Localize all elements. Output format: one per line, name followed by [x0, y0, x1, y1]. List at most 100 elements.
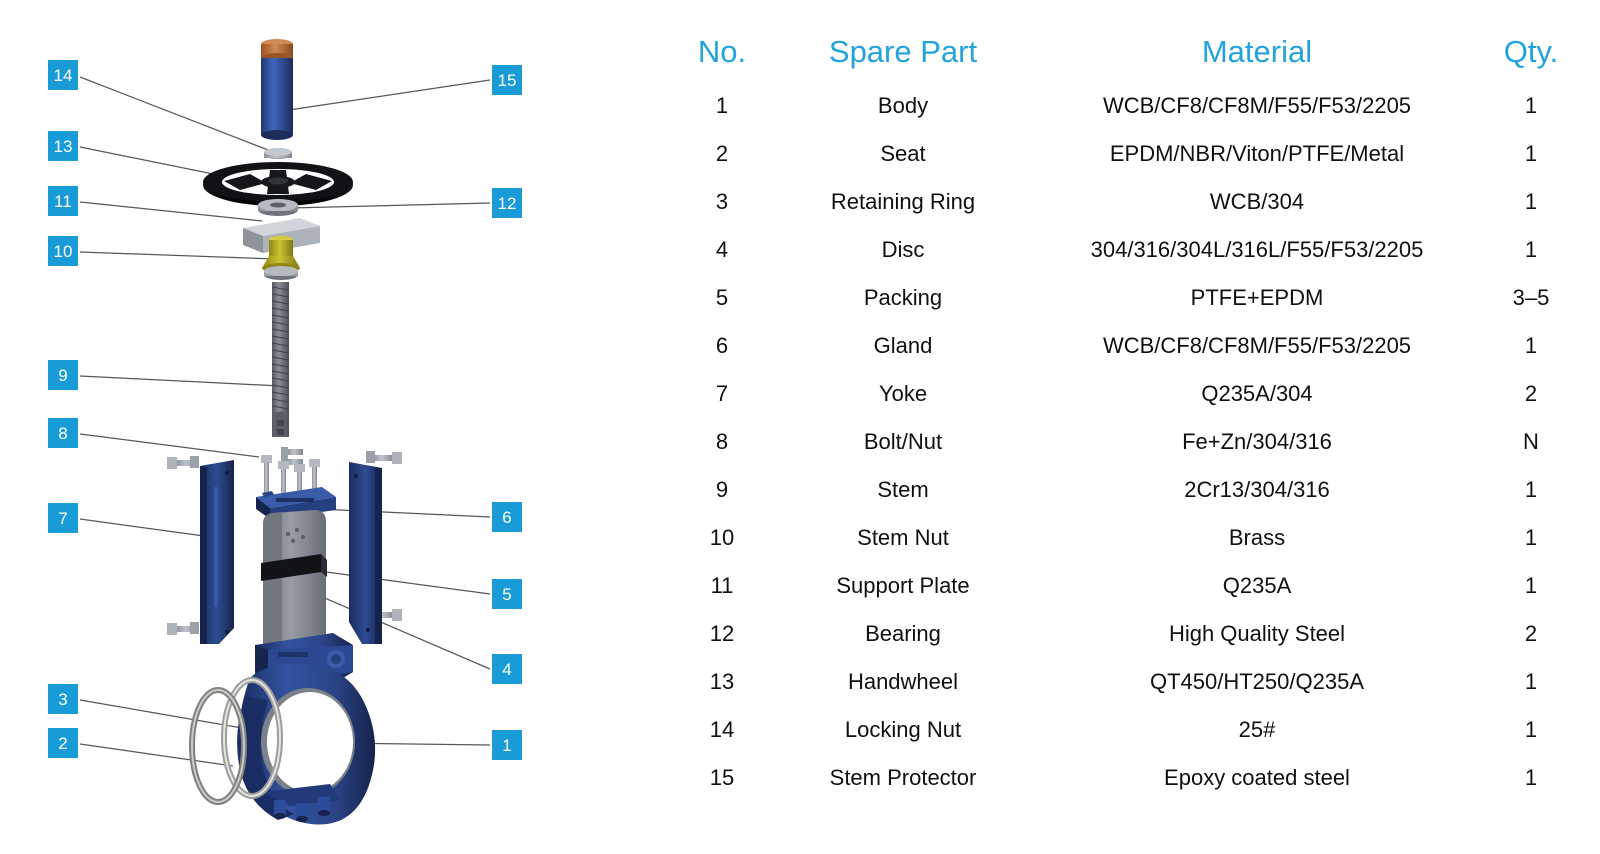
callout-13[interactable]: 13: [48, 131, 78, 161]
callout-4[interactable]: 4: [492, 654, 522, 684]
part-row-qty: 1: [1524, 525, 1538, 550]
part-row-material: High Quality Steel: [1168, 621, 1346, 646]
part-row-material: QT450/HT250/Q235A: [1149, 669, 1364, 694]
part-row-name: Retaining Ring: [830, 189, 976, 214]
part-row-no: 4: [715, 237, 729, 262]
part-row-qty: 1: [1524, 669, 1538, 694]
part-row-material: Fe+Zn/304/316: [1182, 429, 1332, 454]
table-row: 5 Packing PTFE+EPDM 3–5: [676, 274, 1586, 322]
table-row: 12 Bearing High Quality Steel 2: [676, 610, 1586, 658]
part-row-name: Bolt/Nut: [863, 429, 943, 454]
part-row-no: 13: [709, 669, 735, 694]
callout-5[interactable]: 5: [492, 579, 522, 609]
part-row-qty: 3–5: [1512, 285, 1550, 310]
valve-assembly-illustration: [79, 39, 491, 825]
part-row-qty: 1: [1524, 765, 1538, 790]
part-row-no: 2: [715, 141, 729, 166]
part-row-material: WCB/CF8/CF8M/F55/F53/2205: [1102, 333, 1412, 358]
callout-3[interactable]: 3: [48, 684, 78, 714]
part-row-name: Packing: [863, 285, 943, 310]
part-row-name: Locking Nut: [844, 717, 962, 742]
part-row-material: Brass: [1228, 525, 1286, 550]
table-row: 14 Locking Nut 25# 1: [676, 706, 1586, 754]
part-row-qty: 1: [1524, 141, 1538, 166]
part-row-material: PTFE+EPDM: [1190, 285, 1324, 310]
part-row-qty: 1: [1524, 477, 1538, 502]
column-header-material: Material: [1201, 34, 1313, 69]
part-row-name: Stem: [877, 477, 929, 502]
part-row-name: Handwheel: [847, 669, 959, 694]
part-row-material: Q235A: [1222, 573, 1292, 598]
part-row-name: Stem Nut: [857, 525, 949, 550]
part-locking-nut: [264, 148, 292, 159]
column-header-part: Spare Part: [828, 34, 978, 69]
part-row-qty: N: [1523, 429, 1539, 454]
leader-lines: [79, 76, 491, 767]
part-row-qty: 2: [1524, 381, 1538, 406]
part-row-name: Stem Protector: [829, 765, 977, 790]
part-row-no: 8: [715, 429, 729, 454]
part-row-qty: 1: [1524, 189, 1538, 214]
part-row-no: 10: [709, 525, 735, 550]
table-header-row: No. Spare Part Material Qty.: [676, 34, 1586, 82]
part-row-no: 7: [715, 381, 729, 406]
part-row-name: Bearing: [865, 621, 941, 646]
table-header: No. Spare Part Material Qty.: [676, 34, 1586, 82]
table-row: 13 Handwheel QT450/HT250/Q235A 1: [676, 658, 1586, 706]
part-row-qty: 1: [1524, 717, 1538, 742]
part-row-material: 25#: [1238, 717, 1276, 742]
table-row: 15 Stem Protector Epoxy coated steel 1: [676, 754, 1586, 802]
callout-15[interactable]: 15: [492, 65, 522, 95]
part-row-qty: 1: [1524, 237, 1538, 262]
part-yoke-left: [200, 460, 234, 644]
part-row-material: WCB/304: [1209, 189, 1305, 214]
callout-8[interactable]: 8: [48, 418, 78, 448]
part-row-no: 5: [715, 285, 729, 310]
part-row-no: 6: [715, 333, 729, 358]
part-row-name: Support Plate: [836, 573, 970, 598]
part-row-material: EPDM/NBR/Viton/PTFE/Metal: [1109, 141, 1405, 166]
callout-9[interactable]: 9: [48, 360, 78, 390]
callout-12[interactable]: 12: [492, 188, 522, 218]
part-row-no: 12: [709, 621, 735, 646]
table-row: 2 Seat EPDM/NBR/Viton/PTFE/Metal 1: [676, 130, 1586, 178]
part-row-name: Yoke: [878, 381, 928, 406]
callout-2[interactable]: 2: [48, 728, 78, 758]
part-row-qty: 2: [1524, 621, 1538, 646]
part-row-name: Body: [877, 93, 929, 118]
part-stem: [271, 282, 290, 437]
part-row-no: 14: [709, 717, 735, 742]
part-handwheel: [203, 162, 353, 206]
callout-11[interactable]: 11: [48, 186, 78, 216]
column-header-qty: Qty.: [1503, 34, 1559, 69]
part-row-qty: 1: [1524, 93, 1538, 118]
callout-7[interactable]: 7: [48, 503, 78, 533]
part-row-material: 304/316/304L/316L/F55/F53/2205: [1090, 237, 1424, 262]
callout-10[interactable]: 10: [48, 236, 78, 266]
part-row-no: 1: [715, 93, 729, 118]
callout-6[interactable]: 6: [492, 502, 522, 532]
part-row-material: 2Cr13/304/316: [1184, 477, 1330, 502]
part-bolt-nut-set: [167, 447, 402, 635]
callout-1[interactable]: 1: [492, 730, 522, 760]
part-row-name: Seat: [880, 141, 926, 166]
part-bearing: [258, 199, 298, 216]
exploded-view-diagram: 14 13 11 10 9 8 7 3 2 15 12 6 5 4 1: [0, 0, 660, 854]
callout-14[interactable]: 14: [48, 60, 78, 90]
part-row-no: 15: [709, 765, 735, 790]
table-row: 10 Stem Nut Brass 1: [676, 514, 1586, 562]
part-packing: [261, 554, 327, 581]
part-row-name: Gland: [873, 333, 933, 358]
part-row-qty: 1: [1524, 573, 1538, 598]
part-stem-protector: [261, 39, 293, 140]
part-row-material: Epoxy coated steel: [1164, 765, 1350, 790]
